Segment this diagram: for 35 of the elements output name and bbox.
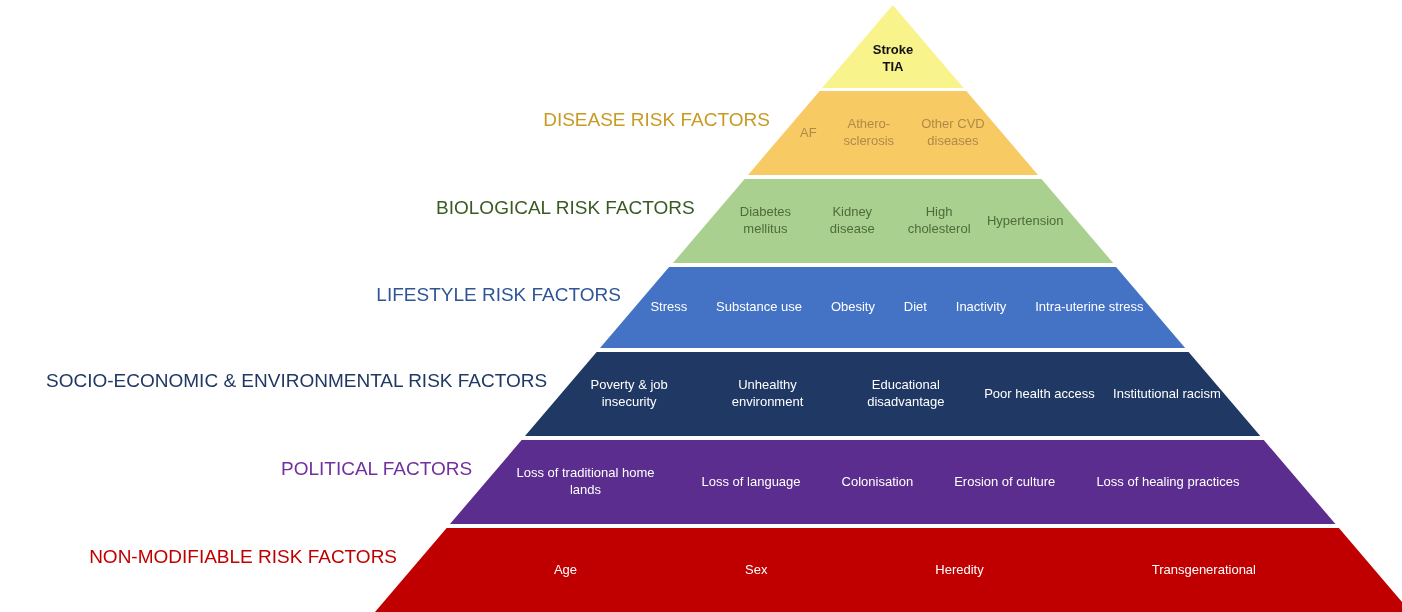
- risk-factor-label: Inactivity: [955, 299, 1007, 316]
- tier-heading: LIFESTYLE RISK FACTORS: [376, 283, 621, 306]
- risk-factor-label: Poverty & job insecurity: [589, 377, 669, 411]
- risk-factor-label: Hypertension: [986, 212, 1064, 230]
- risk-factor-label: Kidney disease: [828, 204, 876, 238]
- risk-factor-label: Athero-sclerosis: [842, 116, 896, 150]
- risk-factor-label: Transgenerational: [1151, 561, 1256, 579]
- risk-factor-label: Unhealthy environment: [730, 377, 805, 411]
- risk-factor-label: Loss of language: [701, 473, 801, 491]
- risk-factor-label: Poor health access: [984, 385, 1095, 403]
- risk-factor-label: Obesity: [830, 299, 875, 316]
- tier-heading: SOCIO-ECONOMIC & ENVIRONMENTAL RISK FACTORS: [46, 370, 548, 392]
- risk-factor-label: AF: [800, 124, 817, 142]
- risk-factor-label: Other CVD diseases: [920, 116, 985, 150]
- risk-factor-label: Heredity: [935, 561, 984, 579]
- tier-heading: DISEASE RISK FACTORS: [543, 109, 770, 131]
- risk-factor-label: Sex: [745, 561, 768, 579]
- risk-factor-label: Loss of healing practices: [1096, 473, 1240, 491]
- tier-heading: NON-MODIFIABLE RISK FACTORS: [89, 546, 398, 568]
- risk-factor-label: Diabetes mellitus: [738, 204, 793, 238]
- risk-factor-label: Erosion of culture: [954, 473, 1056, 491]
- risk-factor-label: Intra-uterine stress: [1035, 299, 1144, 316]
- risk-factor-label: High cholesterol: [906, 204, 972, 238]
- risk-factor-label: Loss of traditional home lands: [515, 465, 656, 499]
- pyramid-apex: [822, 5, 964, 88]
- risk-factor-label: Diet: [903, 299, 927, 316]
- risk-factor-label: Age: [553, 561, 578, 579]
- tier-heading: BIOLOGICAL RISK FACTORS: [436, 197, 695, 219]
- risk-factor-label: Educational disadvantage: [866, 377, 946, 411]
- tier-heading: POLITICAL FACTORS: [281, 458, 473, 480]
- risk-factor-label: Colonisation: [841, 473, 914, 491]
- risk-factor-label: Stroke TIA: [871, 42, 915, 76]
- risk-factor-label: Institutional racism: [1113, 385, 1221, 403]
- risk-factor-label: Substance use: [716, 299, 803, 316]
- risk-factor-label: Stress: [650, 299, 688, 316]
